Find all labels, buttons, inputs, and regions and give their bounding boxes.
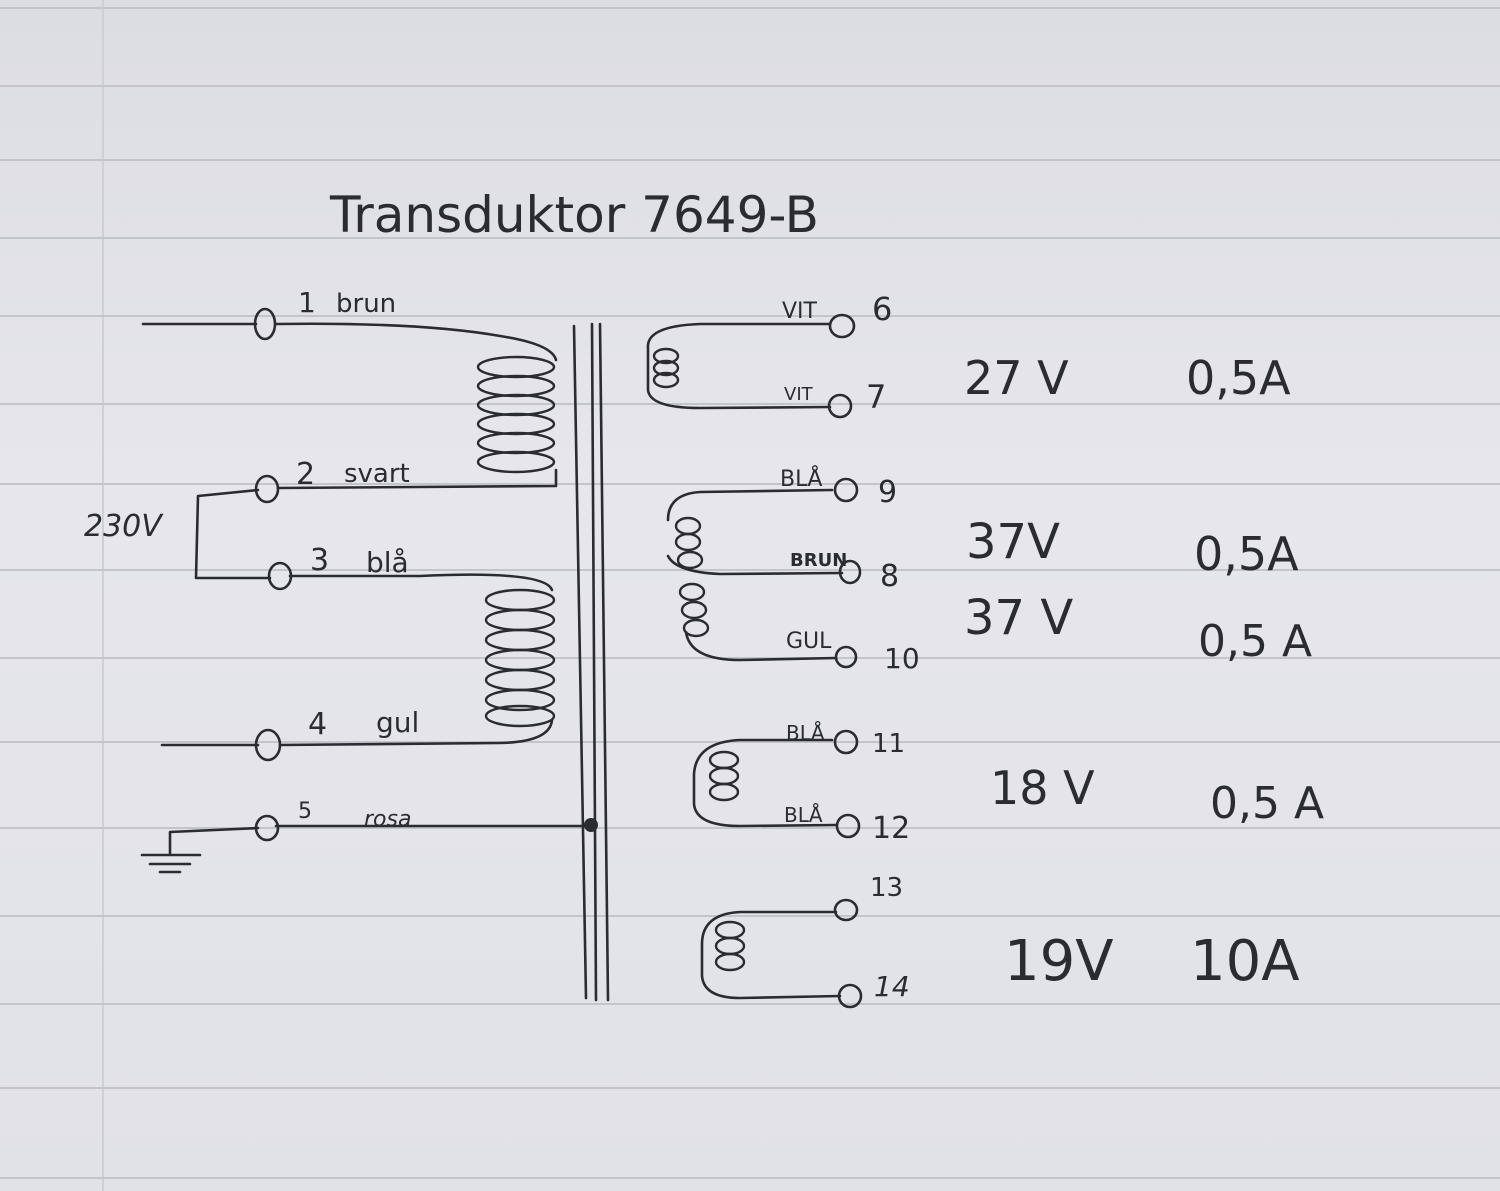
terminal-12 — [835, 813, 861, 839]
primary-coil-upper — [476, 355, 556, 474]
terminal-7-number: 7 — [866, 378, 886, 416]
terminal-6-color: VIT — [782, 299, 818, 324]
terminal-10 — [834, 645, 858, 669]
secondary-coil-6-7 — [652, 347, 680, 389]
rating-4-current: 0,5 A — [1210, 778, 1324, 829]
terminal-3-color: blå — [366, 546, 409, 579]
terminal-12-color: BLÅ — [784, 803, 823, 827]
terminal-7 — [827, 393, 853, 419]
rating-1-current: 0,5A — [1186, 351, 1291, 405]
terminal-8-number: 8 — [880, 559, 899, 594]
rating-2-voltage: 37V — [966, 514, 1060, 570]
terminal-2-color: svart — [344, 459, 410, 489]
terminal-13-number: 13 — [870, 873, 903, 903]
rating-5-current: 10A — [1190, 929, 1300, 994]
rating-4-voltage: 18 V — [990, 761, 1095, 815]
terminal-5-color: rosa — [364, 807, 411, 832]
terminal-2-number: 2 — [296, 457, 315, 492]
rating-2-current: 0,5A — [1194, 527, 1299, 581]
rating-3-voltage: 37 V — [964, 590, 1073, 646]
input-voltage-label: 230V — [84, 509, 164, 544]
terminal-2 — [254, 474, 280, 504]
terminal-10-number: 10 — [884, 642, 920, 675]
terminal-4-number: 4 — [308, 707, 327, 742]
terminal-13 — [833, 898, 859, 922]
terminal-8 — [838, 559, 862, 585]
terminal-5 — [254, 814, 280, 842]
terminal-6-number: 6 — [872, 290, 892, 328]
secondary-coil-9-8-10 — [674, 516, 710, 638]
terminal-8-color: BRUN — [790, 550, 847, 571]
rating-1-voltage: 27 V — [964, 351, 1069, 405]
terminal-11 — [833, 729, 859, 755]
diagram-title: Transduktor 7649-B — [329, 186, 819, 244]
terminal-9 — [833, 477, 859, 503]
terminal-9-color: BLÅ — [780, 465, 822, 492]
terminal-3 — [267, 561, 293, 591]
terminal-6 — [828, 313, 856, 339]
rating-3-current: 0,5 A — [1198, 616, 1312, 667]
secondary-coil-11-12 — [708, 750, 740, 802]
secondary-coil-13-14 — [714, 920, 746, 972]
terminal-10-color: GUL — [786, 629, 832, 654]
terminal-1 — [253, 307, 277, 341]
rating-5-voltage: 19V — [1004, 929, 1114, 994]
terminal-12-number: 12 — [872, 811, 910, 846]
terminal-4-color: gul — [376, 706, 419, 739]
terminal-9-number: 9 — [878, 475, 897, 510]
transformer-core — [572, 322, 610, 1002]
terminal-7-color: VIT — [784, 384, 814, 405]
terminal-5-number: 5 — [298, 799, 312, 824]
primary-coil-lower — [484, 588, 556, 728]
terminal-14 — [837, 983, 863, 1009]
terminal-1-number: 1 — [298, 286, 316, 319]
primary-wiring — [140, 322, 598, 874]
terminal-11-number: 11 — [872, 729, 905, 759]
secondary-wiring — [646, 322, 844, 1000]
terminal-3-number: 3 — [310, 543, 329, 578]
terminal-4 — [254, 728, 282, 762]
terminal-11-color: BLÅ — [786, 721, 825, 745]
terminal-1-color: brun — [336, 289, 396, 319]
terminal-14-number: 14 — [874, 970, 910, 1003]
